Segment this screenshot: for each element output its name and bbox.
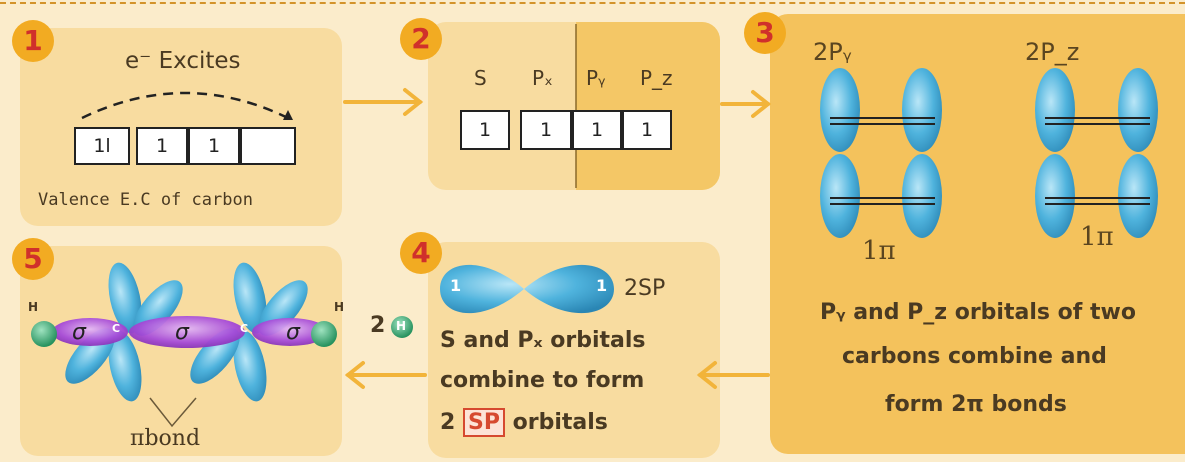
hydrogen-right [311,321,337,347]
step4-last-suffix: orbitals [512,410,608,435]
label-2py: 2Pᵧ [813,38,852,66]
step2-box-px: 1 [520,110,572,150]
step4-text-line-1: S and Pₓ orbitals [440,328,646,353]
step3-text-line-3: form 2π bonds [885,392,1067,417]
excitation-arc [81,91,289,120]
step3-text-line-1: Pᵧ and P_z orbitals of two [820,300,1136,325]
top-dashed-border [0,2,1185,4]
hydrogen-count: 2 [370,313,386,338]
excitation-arrowhead [283,110,293,120]
pi-lobes [65,262,308,402]
sp-orbital [440,264,614,314]
orbital-label-px: Pₓ [532,66,553,90]
step2-shaded-half [576,22,720,190]
label-2pz: 2P_z [1025,38,1080,66]
sp-orbital-num-right: 1 [596,276,608,295]
step4-text-line-3: 2 SP orbitals [440,408,608,437]
step5-badge: 5 [12,238,54,280]
sigma-label-2: σ [175,320,189,345]
orbital-label-s: S [474,66,487,90]
pz-pi-bond-lines [1045,117,1150,205]
sigma-label-1: σ [72,320,86,345]
step2-box-pz: 1 [622,110,672,150]
sp-highlight: SP [462,408,505,437]
py-orbital-pair [820,68,942,238]
pi-bond-pointer [149,397,197,428]
arrow-1-to-2 [343,88,424,116]
pz-orbital-pair [1035,68,1158,238]
pi-label-left: 1π [862,236,896,266]
step1-box-4 [240,127,296,165]
arrow-2-to-3 [720,90,772,118]
sigma-bonds [52,316,328,348]
step4-badge: 4 [400,232,442,274]
step1-box-1: 1l [74,127,130,165]
pi-bond-label: πbond [130,426,201,451]
orbital-label-py: Pᵧ [586,66,606,90]
py-pi-bond-lines [830,117,935,205]
step2-box-py: 1 [572,110,622,150]
hydrogen-symbol: H [396,319,407,333]
step3-text-line-2: carbons combine and [842,344,1107,369]
h-label-left: H [28,300,39,314]
arrow-4-to-5 [344,361,427,389]
step2-badge: 2 [400,18,442,60]
step3-badge: 3 [744,12,786,54]
excites-label: e⁻ Excites [125,48,241,74]
step1-box-3: 1 [188,127,240,165]
c-label-right: C [240,322,249,335]
pi-label-right: 1π [1080,222,1114,252]
step1-box-2: 1 [136,127,188,165]
step2-panel [428,22,720,190]
arrow-3-to-4 [696,361,770,389]
orbital-label-pz: P_z [640,66,673,90]
sigma-label-3: σ [286,320,300,345]
valence-caption: Valence E.C of carbon [38,190,253,210]
sp-orbital-label: 2SP [624,276,666,301]
h-label-right: H [334,300,345,314]
c-label-left: C [112,322,121,335]
sp-orbital-num-left: 1 [450,276,462,295]
step4-last-prefix: 2 [440,410,456,435]
step1-badge: 1 [12,20,54,62]
step4-text-line-2: combine to form [440,368,645,393]
hydrogen-left [31,321,57,347]
hydrogen-atom [391,316,413,338]
step2-box-s: 1 [460,110,510,150]
step5-panel [20,246,342,456]
